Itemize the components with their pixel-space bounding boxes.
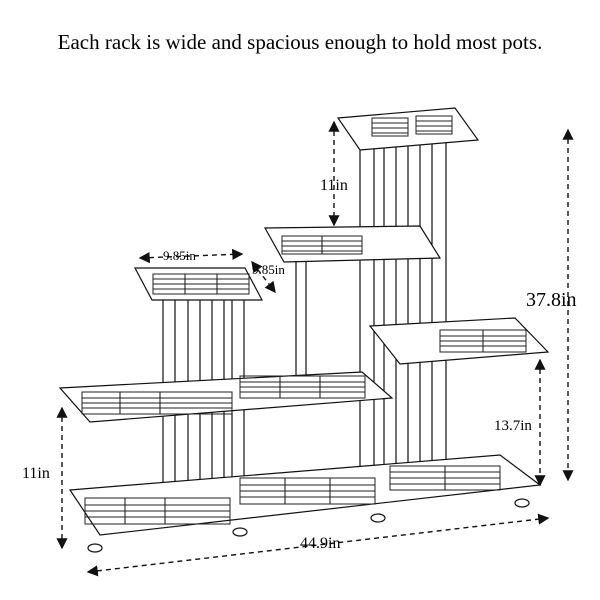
right-shelf: [368, 317, 550, 365]
tower-posts: [162, 124, 447, 513]
rack-structure: [58, 107, 550, 553]
small-shelf-width-arrow: [138, 248, 244, 264]
second-shelf: [263, 225, 442, 263]
small-shelf-width-label: 9.85in: [163, 248, 196, 263]
total-height-label: 37.8in: [526, 289, 577, 311]
total-width-label: 44.9in: [300, 535, 340, 552]
top-shelf: [336, 107, 480, 151]
small-shelf-depth-arrow: [251, 260, 276, 294]
small-shelf: [134, 267, 263, 301]
dimension-labels: 11in 9.85in 9.85in 37.8in 13.7in 11in 44…: [22, 177, 577, 552]
bottom-tier-height-label: 11in: [22, 465, 50, 482]
caption-text: Each rack is wide and spacious enough to…: [57, 30, 543, 54]
middle-shelf: [58, 371, 394, 423]
dimension-lines: [56, 120, 574, 577]
right-shelf-height-label: 13.7in: [494, 418, 532, 434]
small-shelf-depth-label: 9.85in: [252, 262, 285, 277]
top-tier-height-label: 11in: [320, 177, 348, 194]
